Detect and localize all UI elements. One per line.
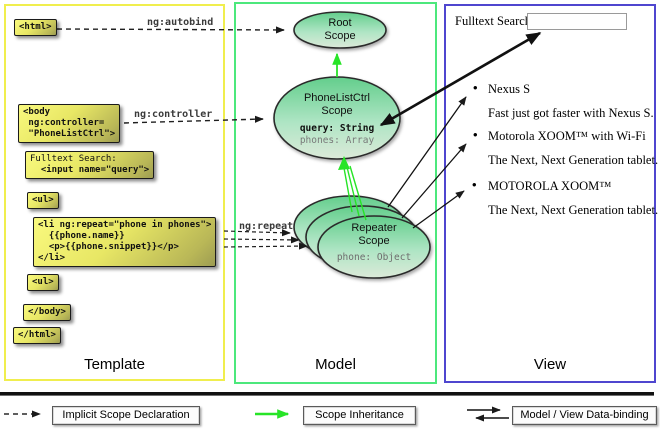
view-column-frame (444, 4, 656, 383)
legend-separator (0, 392, 654, 396)
fulltext-search-input[interactable] (527, 13, 627, 30)
template-column-frame (4, 4, 225, 381)
model-column-frame (234, 2, 437, 384)
legend-scope-inheritance: Scope Inheritance (303, 406, 416, 425)
legend-model-view-databinding: Model / View Data-binding (512, 406, 657, 425)
legend-implicit-scope-declaration: Implicit Scope Declaration (52, 406, 200, 425)
